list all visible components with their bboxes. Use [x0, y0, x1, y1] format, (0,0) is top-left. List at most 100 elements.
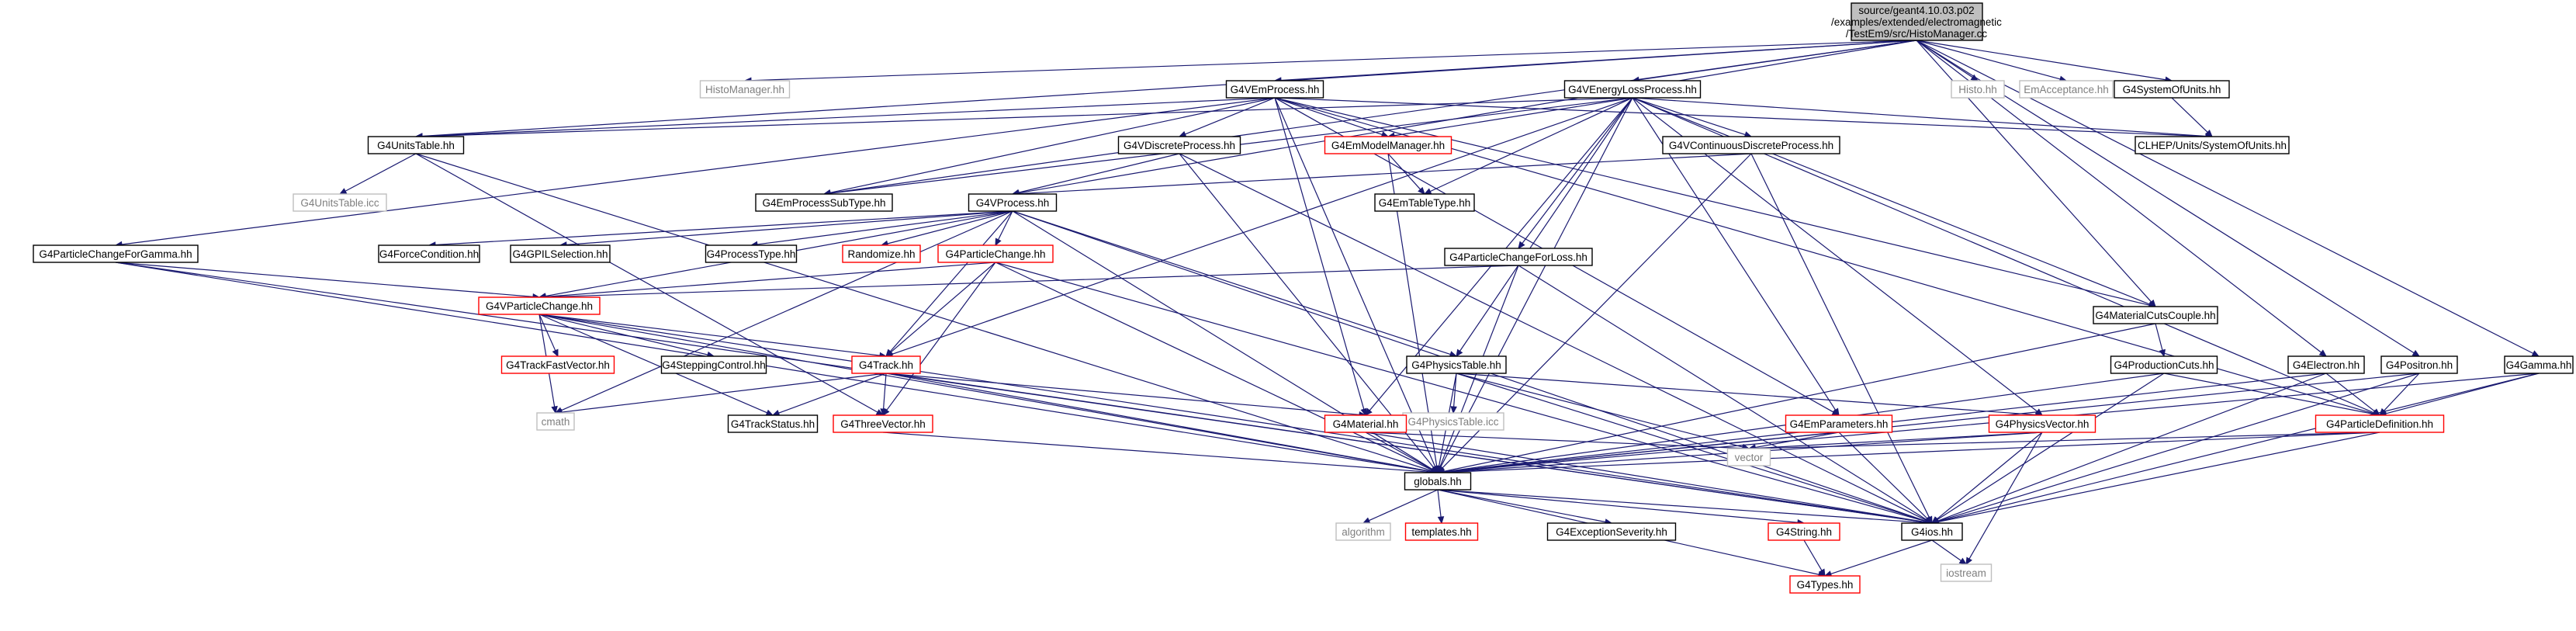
node-g4physicstable-icc[interactable]: G4PhysicsTable.icc: [1402, 412, 1504, 431]
node-box: [937, 244, 1054, 263]
node-label: EmAcceptance.hh: [2024, 84, 2109, 95]
node-emacceptance-hh[interactable]: EmAcceptance.hh: [2019, 80, 2114, 99]
node-g4exceptionseverity-hh[interactable]: G4ExceptionSeverity.hh: [1546, 522, 1677, 541]
node-g4emtabletype-hh[interactable]: G4EmTableType.hh: [1374, 193, 1475, 212]
node-box: [536, 412, 575, 431]
node-g4threevector-hh[interactable]: G4ThreeVector.hh: [833, 414, 933, 433]
node-g4steppingcontrol-hh[interactable]: G4SteppingControl.hh: [660, 355, 767, 374]
edge-g4venergyloss_hh-to-g4particlechangeforloss_hh: [1518, 97, 1633, 249]
node-g4gpilselection-hh[interactable]: G4GPILSelection.hh: [510, 244, 611, 263]
node-label: Randomize.hh: [847, 248, 915, 260]
node-iostream[interactable]: iostream: [1940, 563, 1993, 582]
node-label: algorithm: [1342, 526, 1385, 538]
node-box: [755, 193, 893, 212]
node-randomize-hh[interactable]: Randomize.hh: [842, 244, 921, 263]
edge-g4materialcutscouple_hh-to-g4productioncuts_hh: [2155, 323, 2166, 358]
node-label: vector: [1735, 452, 1764, 463]
node-histo-hh[interactable]: Histo.hh: [1951, 80, 2005, 99]
node-g4vcontinuousdiscrete-hh[interactable]: G4VContinuousDiscreteProcess.hh: [1662, 136, 1840, 154]
node-vector[interactable]: vector: [1726, 448, 1771, 466]
edge-g4particlechangeforgamma_hh-to-globals_hh: [115, 262, 1439, 475]
node-label: G4EmModelManager.hh: [1331, 140, 1445, 151]
edge-g4ios_hh-to-iostream: [1931, 539, 1968, 565]
node-label: G4VContinuousDiscreteProcess.hh: [1669, 140, 1833, 151]
node-g4emprocesssubtype-hh[interactable]: G4EmProcessSubType.hh: [755, 193, 893, 212]
node-g4gamma-hh[interactable]: G4Gamma.hh: [2504, 355, 2574, 374]
node-root[interactable]: source/geant4.10.03.p02 /examples/extend…: [1831, 2, 2002, 41]
node-g4particledefinition-hh[interactable]: G4ParticleDefinition.hh: [2315, 414, 2445, 433]
node-box: [2019, 80, 2114, 99]
node-g4positron-hh[interactable]: G4Positron.hh: [2380, 355, 2458, 374]
node-g4productioncuts-hh[interactable]: G4ProductionCuts.hh: [2110, 355, 2218, 374]
node-box: [1117, 136, 1241, 154]
node-label: G4EmProcessSubType.hh: [762, 197, 885, 209]
node-box: [1662, 136, 1840, 154]
node-box: [1225, 80, 1324, 99]
node-label: G4ThreeVector.hh: [840, 418, 926, 430]
root-label-line-3: /TestEm9/src/HistoManager.cc: [1846, 28, 1988, 40]
node-g4trackstatus-hh[interactable]: G4TrackStatus.hh: [727, 414, 819, 433]
node-g4forcecondition-hh[interactable]: G4ForceCondition.hh: [378, 244, 480, 263]
node-g4venergyloss-hh[interactable]: G4VEnergyLossProcess.hh: [1563, 80, 1702, 99]
node-g4processtype-hh[interactable]: G4ProcessType.hh: [705, 244, 798, 263]
node-box: [1404, 472, 1472, 491]
node-box: [1768, 522, 1840, 541]
node-histomanager-hh[interactable]: HistoManager.hh: [699, 80, 791, 99]
edge-g4particledefinition_hh-to-g4ios_hh: [1930, 432, 2380, 525]
node-box: [1789, 575, 1861, 594]
node-g4emprocess-hh[interactable]: G4VEmProcess.hh: [1225, 80, 1324, 99]
node-algorithm[interactable]: algorithm: [1335, 522, 1391, 541]
node-g4unitstable-icc[interactable]: G4UnitsTable.icc: [293, 193, 387, 212]
node-box: [851, 355, 921, 374]
edge-g4particlechange_hh-to-g4vparticlechange_hh: [538, 262, 996, 300]
node-g4emmodelmanager-hh[interactable]: G4EmModelManager.hh: [1324, 136, 1452, 154]
edge-g4emmodelmanager_hh-to-g4emtabletype_hh: [1387, 153, 1425, 195]
node-g4vdiscreteprocess-hh[interactable]: G4VDiscreteProcess.hh: [1117, 136, 1241, 154]
edge-g4vparticlechange_hh-to-g4track_hh: [538, 314, 888, 359]
node-g4physicsvector-hh[interactable]: G4PhysicsVector.hh: [1988, 414, 2096, 433]
node-label: cmath: [542, 416, 570, 428]
node-globals-hh[interactable]: globals.hh: [1404, 472, 1472, 491]
node-g4string-hh[interactable]: G4String.hh: [1768, 522, 1840, 541]
edge-g4physicstable_hh-to-g4physicstable_icc: [1450, 373, 1457, 414]
node-box: [2114, 80, 2230, 99]
node-g4particlechangeforgamma-hh[interactable]: G4ParticleChangeForGamma.hh: [33, 244, 199, 263]
node-g4ios-hh[interactable]: G4ios.hh: [1901, 522, 1963, 541]
node-g4track-hh[interactable]: G4Track.hh: [851, 355, 921, 374]
node-label: G4ForceCondition.hh: [379, 248, 479, 260]
edge-g4vdiscreteprocess_hh-to-g4vprocess_hh: [1011, 153, 1180, 196]
node-box: [833, 414, 933, 433]
node-g4material-hh[interactable]: G4Material.hh: [1324, 414, 1407, 433]
node-g4unitstable-hh[interactable]: G4UnitsTable.hh: [367, 136, 465, 154]
node-label: G4Track.hh: [859, 359, 913, 371]
edge-root-to-emacceptance_hh: [1916, 40, 2068, 82]
node-label: G4Electron.hh: [2293, 359, 2360, 371]
node-g4electron-hh[interactable]: G4Electron.hh: [2287, 355, 2365, 374]
node-label: G4ExceptionSeverity.hh: [1556, 526, 1667, 538]
node-g4vparticlechange-hh[interactable]: G4VParticleChange.hh: [478, 296, 601, 315]
node-clhep-units-hh[interactable]: CLHEP/Units/SystemOfUnits.hh: [2135, 136, 2290, 154]
node-box: [1940, 563, 1993, 582]
edge-g4ios_hh-to-g4types_hh: [1823, 539, 1933, 577]
node-g4materialcutscouple-hh[interactable]: G4MaterialCutsCouple.hh: [2093, 306, 2218, 324]
edge-g4materialcutscouple_hh-to-globals_hh: [1436, 323, 2156, 475]
node-g4vprocess-hh[interactable]: G4VProcess.hh: [968, 193, 1058, 212]
node-g4physicstable-hh[interactable]: G4PhysicsTable.hh: [1406, 355, 1507, 374]
node-label: G4VEmProcess.hh: [1231, 84, 1320, 95]
node-cmath[interactable]: cmath: [536, 412, 575, 431]
edge-globals_hh-to-g4exceptionseverity_hh: [1437, 489, 1613, 525]
node-g4particlechangeforloss-hh[interactable]: G4ParticleChangeForLoss.hh: [1444, 248, 1593, 266]
edge-g4vparticlechange_hh-to-globals_hh: [538, 314, 1439, 475]
edge-g4venergyloss_hh-to-g4physicstable_hh: [1456, 97, 1633, 358]
node-g4emparameters-hh[interactable]: G4EmParameters.hh: [1785, 414, 1893, 433]
node-g4particlechange-hh[interactable]: G4ParticleChange.hh: [937, 244, 1054, 263]
node-templates-hh[interactable]: templates.hh: [1404, 522, 1479, 541]
node-g4types-hh[interactable]: G4Types.hh: [1789, 575, 1861, 594]
node-box: [968, 193, 1058, 212]
edge-g4vprocess_hh-to-g4particlechange_hh: [995, 210, 1013, 247]
node-g4trackfastvector-hh[interactable]: G4TrackFastVector.hh: [500, 355, 615, 374]
edge-g4track_hh-to-g4threevector_hh: [880, 373, 887, 417]
node-label: G4UnitsTable.icc: [300, 197, 379, 209]
node-g4systemofunits-hh[interactable]: G4SystemOfUnits.hh: [2114, 80, 2230, 99]
